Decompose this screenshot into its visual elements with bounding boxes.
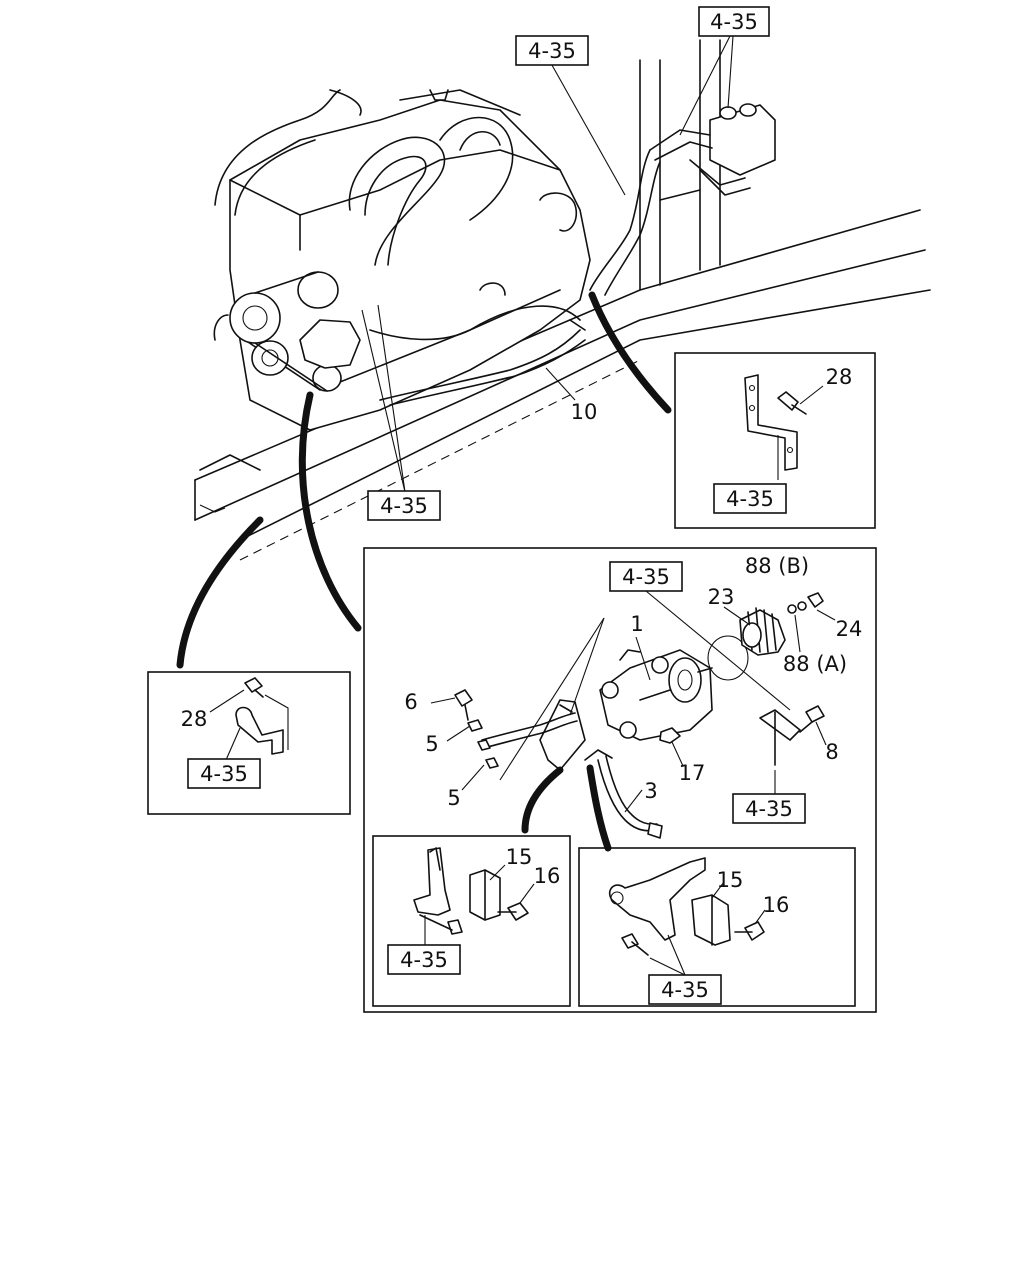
ref-top-right: 4-35: [698, 6, 770, 37]
ref-top-right-text: 4-35: [710, 10, 758, 34]
ref-engine-frame: 4-35: [367, 490, 441, 521]
label-washer-5-upper: 5: [425, 732, 438, 756]
inset-left-bracket: 28 4-35: [147, 671, 351, 815]
label-hose-10: 10: [571, 400, 598, 424]
label-pipe-3: 3: [644, 779, 657, 803]
label-bolt-16-right: 16: [763, 893, 790, 917]
label-nut-24: 24: [836, 617, 863, 641]
label-clamp-15-right: 15: [717, 868, 744, 892]
label-bolt-28-right: 28: [826, 365, 853, 389]
inset-clamp-right: 15 16 4-35: [578, 847, 856, 1007]
ref-engine-frame-text: 4-35: [380, 494, 428, 518]
label-eye-bolt-6: 6: [404, 690, 417, 714]
label-washer-88a: 88 (A): [783, 652, 847, 676]
bolt-8-group: [759, 705, 827, 795]
ref-bracket-left-text: 4-35: [200, 762, 248, 786]
callout-sweeps: [176, 291, 672, 852]
eye-bolt-group: [430, 689, 499, 791]
label-clamp-15-left: 15: [506, 845, 533, 869]
inset-clamp-left: 15 16 4-35: [372, 835, 571, 1007]
ref-bracket-right-text: 4-35: [726, 487, 774, 511]
label-nut-17: 17: [679, 761, 706, 785]
pump-body: [599, 592, 824, 744]
label-bolt-28-left: 28: [181, 707, 208, 731]
ref-pump-bracket-text: 4-35: [745, 797, 793, 821]
ref-clamp-right-text: 4-35: [661, 978, 709, 1002]
inset-right-bracket: 28 4-35: [674, 352, 876, 529]
label-bolt-16-left: 16: [534, 864, 561, 888]
label-pump-1: 1: [630, 612, 643, 636]
ref-clamp-left-text: 4-35: [400, 948, 448, 972]
engine-assembly: [194, 39, 931, 561]
label-bolt-8: 8: [825, 740, 838, 764]
pipe-and-bracket: [481, 699, 663, 839]
ref-top-center-text: 4-35: [528, 39, 576, 63]
ref-top-center: 4-35: [515, 35, 589, 66]
engine-leader-lines: [361, 35, 734, 493]
label-washer-5-lower: 5: [447, 786, 460, 810]
label-gear-23: 23: [708, 585, 735, 609]
ref-pump-top-text: 4-35: [622, 565, 670, 589]
label-washer-88b: 88 (B): [745, 554, 809, 578]
inset-pump: 4-35: [363, 547, 877, 1013]
